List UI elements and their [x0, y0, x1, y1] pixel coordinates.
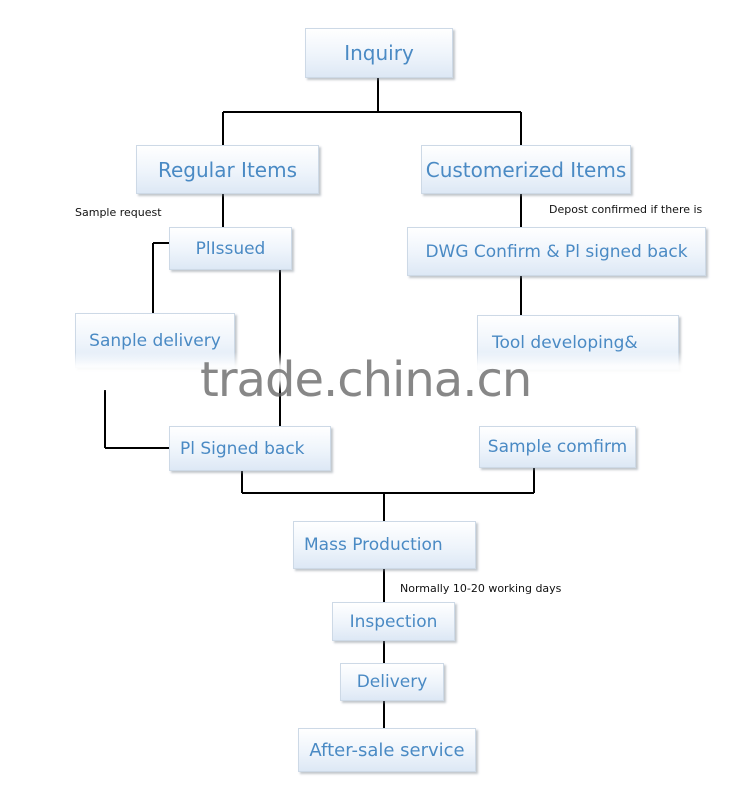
watermark-band [60, 352, 700, 392]
inquiry-label: Inquiry [344, 41, 414, 65]
pi-signed-back-label: Pl Signed back [180, 438, 305, 459]
watermark: trade.china.cn [200, 352, 532, 408]
sample-confirm-label: Sample comfirm [487, 437, 628, 457]
pi-issued-box: PlIssued [169, 227, 292, 270]
working-days-note: Normally 10-20 working days [400, 582, 562, 595]
deposit-note: Depost confirmed if there is [549, 203, 703, 216]
regular-items-box: Regular Items [136, 145, 319, 194]
tool-developing-label: Tool developing& [492, 332, 638, 353]
pi-issued-label: PlIssued [195, 238, 266, 259]
customerized-items-label: Customerized Items [425, 157, 627, 182]
dwg-confirm-label: DWG Confirm & Pl signed back [425, 241, 688, 262]
pi-signed-back-box: Pl Signed back [169, 426, 331, 471]
after-sale-service-box: After-sale service [298, 728, 476, 772]
sample-delivery-label: Sanple delivery [89, 330, 221, 351]
inspection-box: Inspection [332, 602, 455, 641]
inspection-label: Inspection [349, 611, 438, 632]
customerized-items-box: Customerized Items [421, 145, 631, 194]
after-sale-service-label: After-sale service [309, 739, 465, 761]
delivery-box: Delivery [340, 663, 444, 701]
sample-confirm-box: Sample comfirm [479, 426, 636, 468]
inquiry-box: Inquiry [305, 28, 453, 78]
mass-production-box: Mass Production [293, 521, 476, 569]
regular-items-label: Regular Items [157, 157, 297, 182]
dwg-confirm-box: DWG Confirm & Pl signed back [407, 227, 706, 276]
sample-request-note: Sample request [75, 206, 162, 219]
mass-production-label: Mass Production [304, 535, 443, 555]
delivery-label: Delivery [356, 672, 428, 692]
